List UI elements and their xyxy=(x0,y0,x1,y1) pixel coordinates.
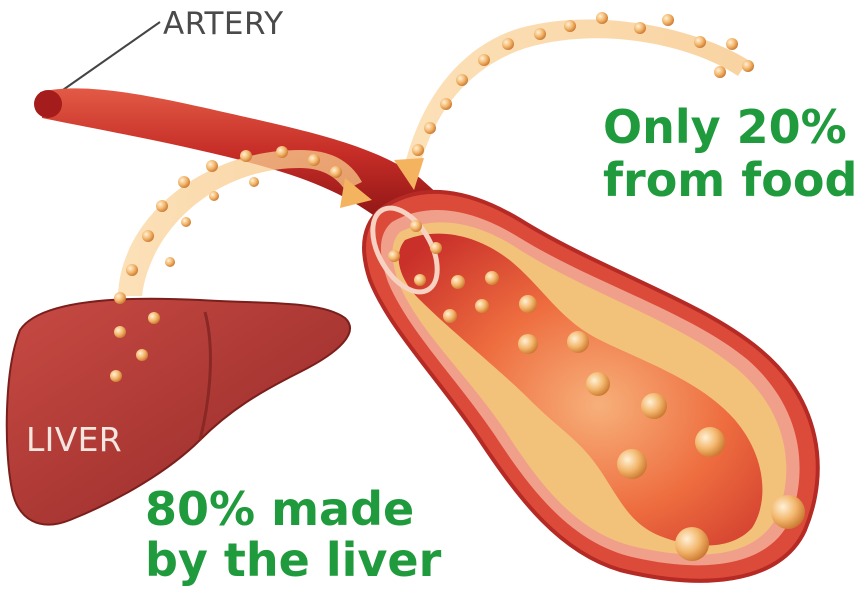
liver-label: LIVER xyxy=(26,420,122,459)
artery-opening xyxy=(34,90,62,118)
artery-tube xyxy=(40,88,440,220)
liver-to-artery-stream xyxy=(118,150,362,296)
artery-pointer-line xyxy=(60,22,160,92)
liver-source-caption: by the liver xyxy=(145,533,441,587)
food-percentage-caption: Only 20% xyxy=(603,100,847,154)
liver-percentage-caption: 80% made xyxy=(145,482,414,536)
artery-label: ARTERY xyxy=(163,6,284,42)
food-source-caption: from food xyxy=(603,153,857,207)
